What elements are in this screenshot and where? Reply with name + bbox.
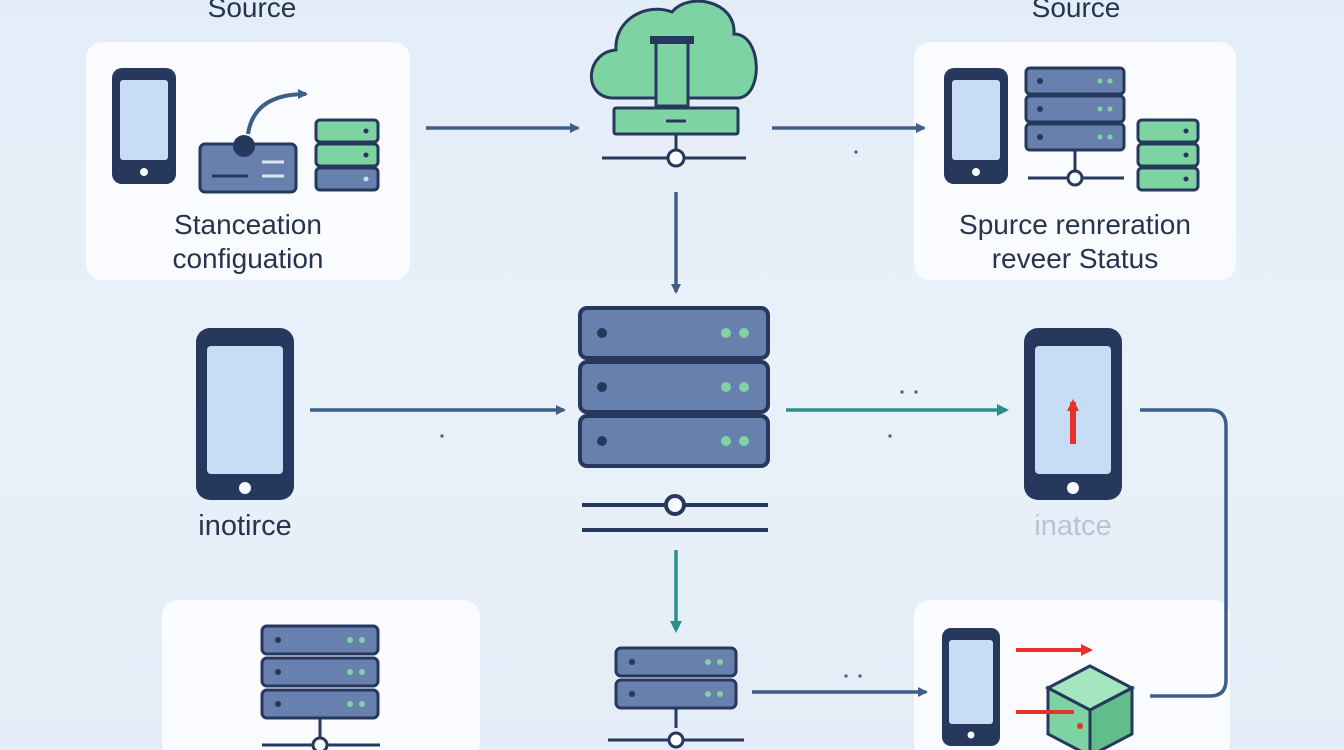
config-device-icon [198,135,298,194]
smartphone-icon [944,68,1008,184]
left-phone-label: inotirce [198,510,292,542]
smartphone-icon [942,628,1000,746]
server-stack-icon [608,646,744,749]
server-stack-icon [260,624,380,750]
smartphone-icon [112,68,176,184]
decorative-dots [440,150,918,678]
curved-arrow-icon [246,89,308,135]
header-source-left: Source [207,0,297,23]
header-source-right: Source [1031,0,1121,23]
connector-line [1140,408,1228,698]
cloud-icon [589,0,758,168]
server-stack-icon [1024,66,1126,187]
right-phone-label: inatce [1034,510,1112,542]
server-stack-icon [578,306,770,532]
card-top-left-caption-line1: Stanceation [174,209,322,240]
card-top-right-caption-line1: Spurce renreration [959,209,1191,240]
card-top-left-caption-line2: configuation [172,243,324,274]
smartphone-icon [1024,328,1122,500]
server-stack-icon [314,118,380,192]
smartphone-icon [196,328,294,500]
server-stack-icon [1136,118,1200,192]
cube-icon [1044,664,1136,750]
card-top-right-caption-line2: reveer Status [991,243,1159,274]
